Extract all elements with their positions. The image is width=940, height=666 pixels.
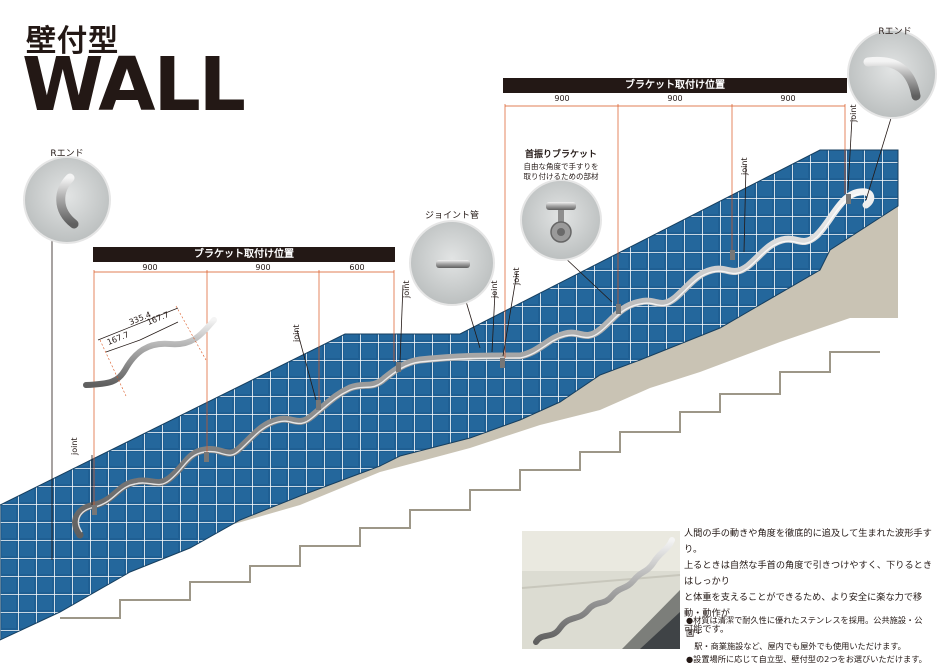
swivel-bracket-desc-1: 自由な角度で手すりを [523,162,599,171]
bracket-bar-left: ブラケット取付け位置 [93,247,395,262]
callout-leaders [51,114,893,560]
note-line-2: 駅・商業施設など、屋内でも屋外でも使用いただけます。 [686,641,906,651]
dim-left-2: 900 [255,263,271,272]
dim-right-1: 900 [554,94,570,103]
swivel-bracket-bubble [520,179,602,261]
title-en: WALL [22,42,246,128]
joint-label-1: joint [70,437,79,455]
r-end-right-bubble [847,29,937,119]
dim-left-1: 900 [142,263,158,272]
r-end-right-label: Rエンド [878,27,912,37]
joint-pipe-bubble [409,220,495,306]
product-notes: ●材質は清潔で耐久性に優れたステンレスを採用。公共施設・公園・ 駅・商業施設など… [686,614,938,666]
r-end-left-bubble [23,156,111,244]
joint-label-2: joint [292,324,301,342]
joint-label-3: joint [402,280,411,298]
joint-label-5: joint [512,267,521,285]
swivel-bracket-desc-2: 取り付けるための部材 [523,172,599,181]
desc-line-2: 上るときは自然な手首の角度で引きつけやすく、下りるときはしっかり [684,560,933,587]
joint-label-6: joint [740,157,749,175]
r-end-left-label: Rエンド [50,149,84,159]
bracket-bar-right: ブラケット取付け位置 [503,78,847,93]
wave-dimension-inset [83,305,217,397]
title-jp: 壁付型 [26,24,119,59]
note-line-1: ●材質は清潔で耐久性に優れたステンレスを採用。公共施設・公園・ [686,615,923,638]
wall-brackets [92,194,851,515]
photo-inset [521,531,681,649]
note-line-3: ●設置場所に応じて自立型、壁付型の2つをお選びいただけます。 [686,654,927,664]
joint-label-7: joint [849,104,858,122]
desc-line-4: 可能です。 [684,624,730,635]
dim-right-2: 900 [667,94,683,103]
handrail-highlight [77,193,861,533]
swivel-bracket-title: 首振りブラケット [524,150,597,160]
stair-steps [60,351,880,619]
joint-label-4: joint [490,280,499,298]
desc-line-1: 人間の手の動きや角度を徹底的に追及して生まれた波形手すり。 [684,528,932,555]
dim-left-3: 600 [349,263,365,272]
desc-line-3: と体重を支えることができるため、より安全に楽な力で移動・動作が [684,592,923,619]
joint-pipe-label: ジョイント管 [424,211,479,221]
handrail [72,188,875,539]
dim-right-3: 900 [780,94,796,103]
tiled-wall [0,149,899,641]
product-description: 人間の手の動きや角度を徹底的に追及して生まれた波形手すり。 上るときは自然な手首… [684,526,936,638]
